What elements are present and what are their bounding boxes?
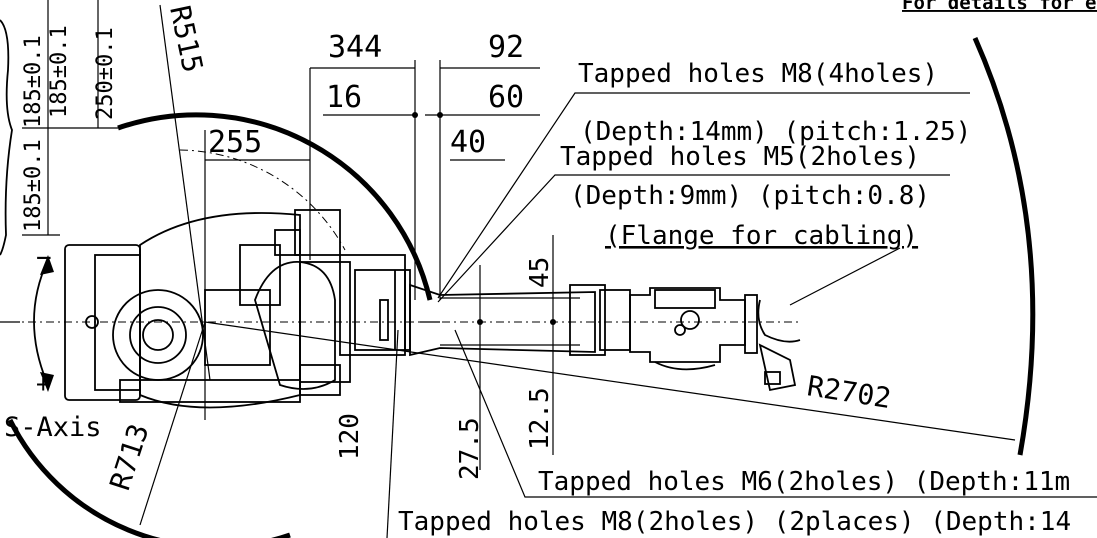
leader-m8-4holes	[437, 92, 970, 299]
leader-flange	[789, 247, 901, 306]
working-range-arc-r713-lower	[7, 418, 291, 538]
r713-label: R713	[103, 420, 155, 494]
s-axis-label: S-Axis	[4, 412, 102, 443]
s-axis-motion-arc	[179, 149, 346, 251]
note-m8-4holes: Tapped holes M8(4holes)	[578, 59, 938, 89]
working-range-arc-r713	[117, 112, 433, 301]
robot-body	[64, 209, 411, 409]
note-m5-2holes-depth: (Depth:9mm) (pitch:0.8)	[570, 181, 930, 211]
r2702-leader	[204, 321, 1016, 441]
note-m6-2holes: Tapped holes M6(2holes) (Depth:11m	[538, 467, 1070, 497]
left-contour	[0, 19, 13, 256]
dim-27-5-label: 27.5	[455, 417, 485, 480]
dim-344-label: 344	[328, 30, 382, 65]
note-m8-2holes: Tapped holes M8(2holes) (2places) (Depth…	[398, 507, 1071, 537]
dim-16-label: 16	[326, 80, 362, 115]
corner-note: For details for ext	[902, 0, 1097, 14]
leader-m8-2holes	[386, 329, 399, 538]
note-m8-4holes-depth: (Depth:14mm) (pitch:1.25)	[580, 117, 971, 147]
dim-45-label: 45	[525, 257, 555, 288]
dim-185b-label: 185±0.1	[21, 35, 46, 128]
r515-label: R515	[163, 3, 209, 76]
dim-185c-label: 185±0.1	[21, 139, 46, 232]
dim-120-label: 120	[335, 413, 365, 460]
dim-92-label: 92	[488, 30, 524, 65]
r515-leader	[159, 4, 211, 381]
s-axis-arrowhead-top	[40, 255, 54, 275]
s-axis-minus: −	[36, 243, 52, 273]
r2702-label: R2702	[805, 369, 893, 415]
working-range-arc-r2702	[972, 36, 1036, 456]
dim-60-label: 60	[488, 80, 524, 115]
dim-250-label: 250±0.1	[93, 27, 118, 120]
dim-40-label: 40	[450, 125, 486, 160]
s-axis-arrowhead-bottom	[40, 372, 54, 392]
s-axis-plus: +	[36, 370, 50, 398]
r713-leader	[139, 321, 206, 526]
dim-185a-label: 185±0.1	[47, 25, 72, 118]
dim-255-label: 255	[208, 125, 262, 160]
leader-m6-2holes	[454, 329, 1097, 498]
dim-12-5-label: 12.5	[525, 387, 555, 450]
note-flange: (Flange for cabling)	[605, 221, 918, 251]
leader-m5-2holes	[437, 174, 950, 303]
note-m5-2holes: Tapped holes M5(2holes)	[560, 142, 920, 172]
